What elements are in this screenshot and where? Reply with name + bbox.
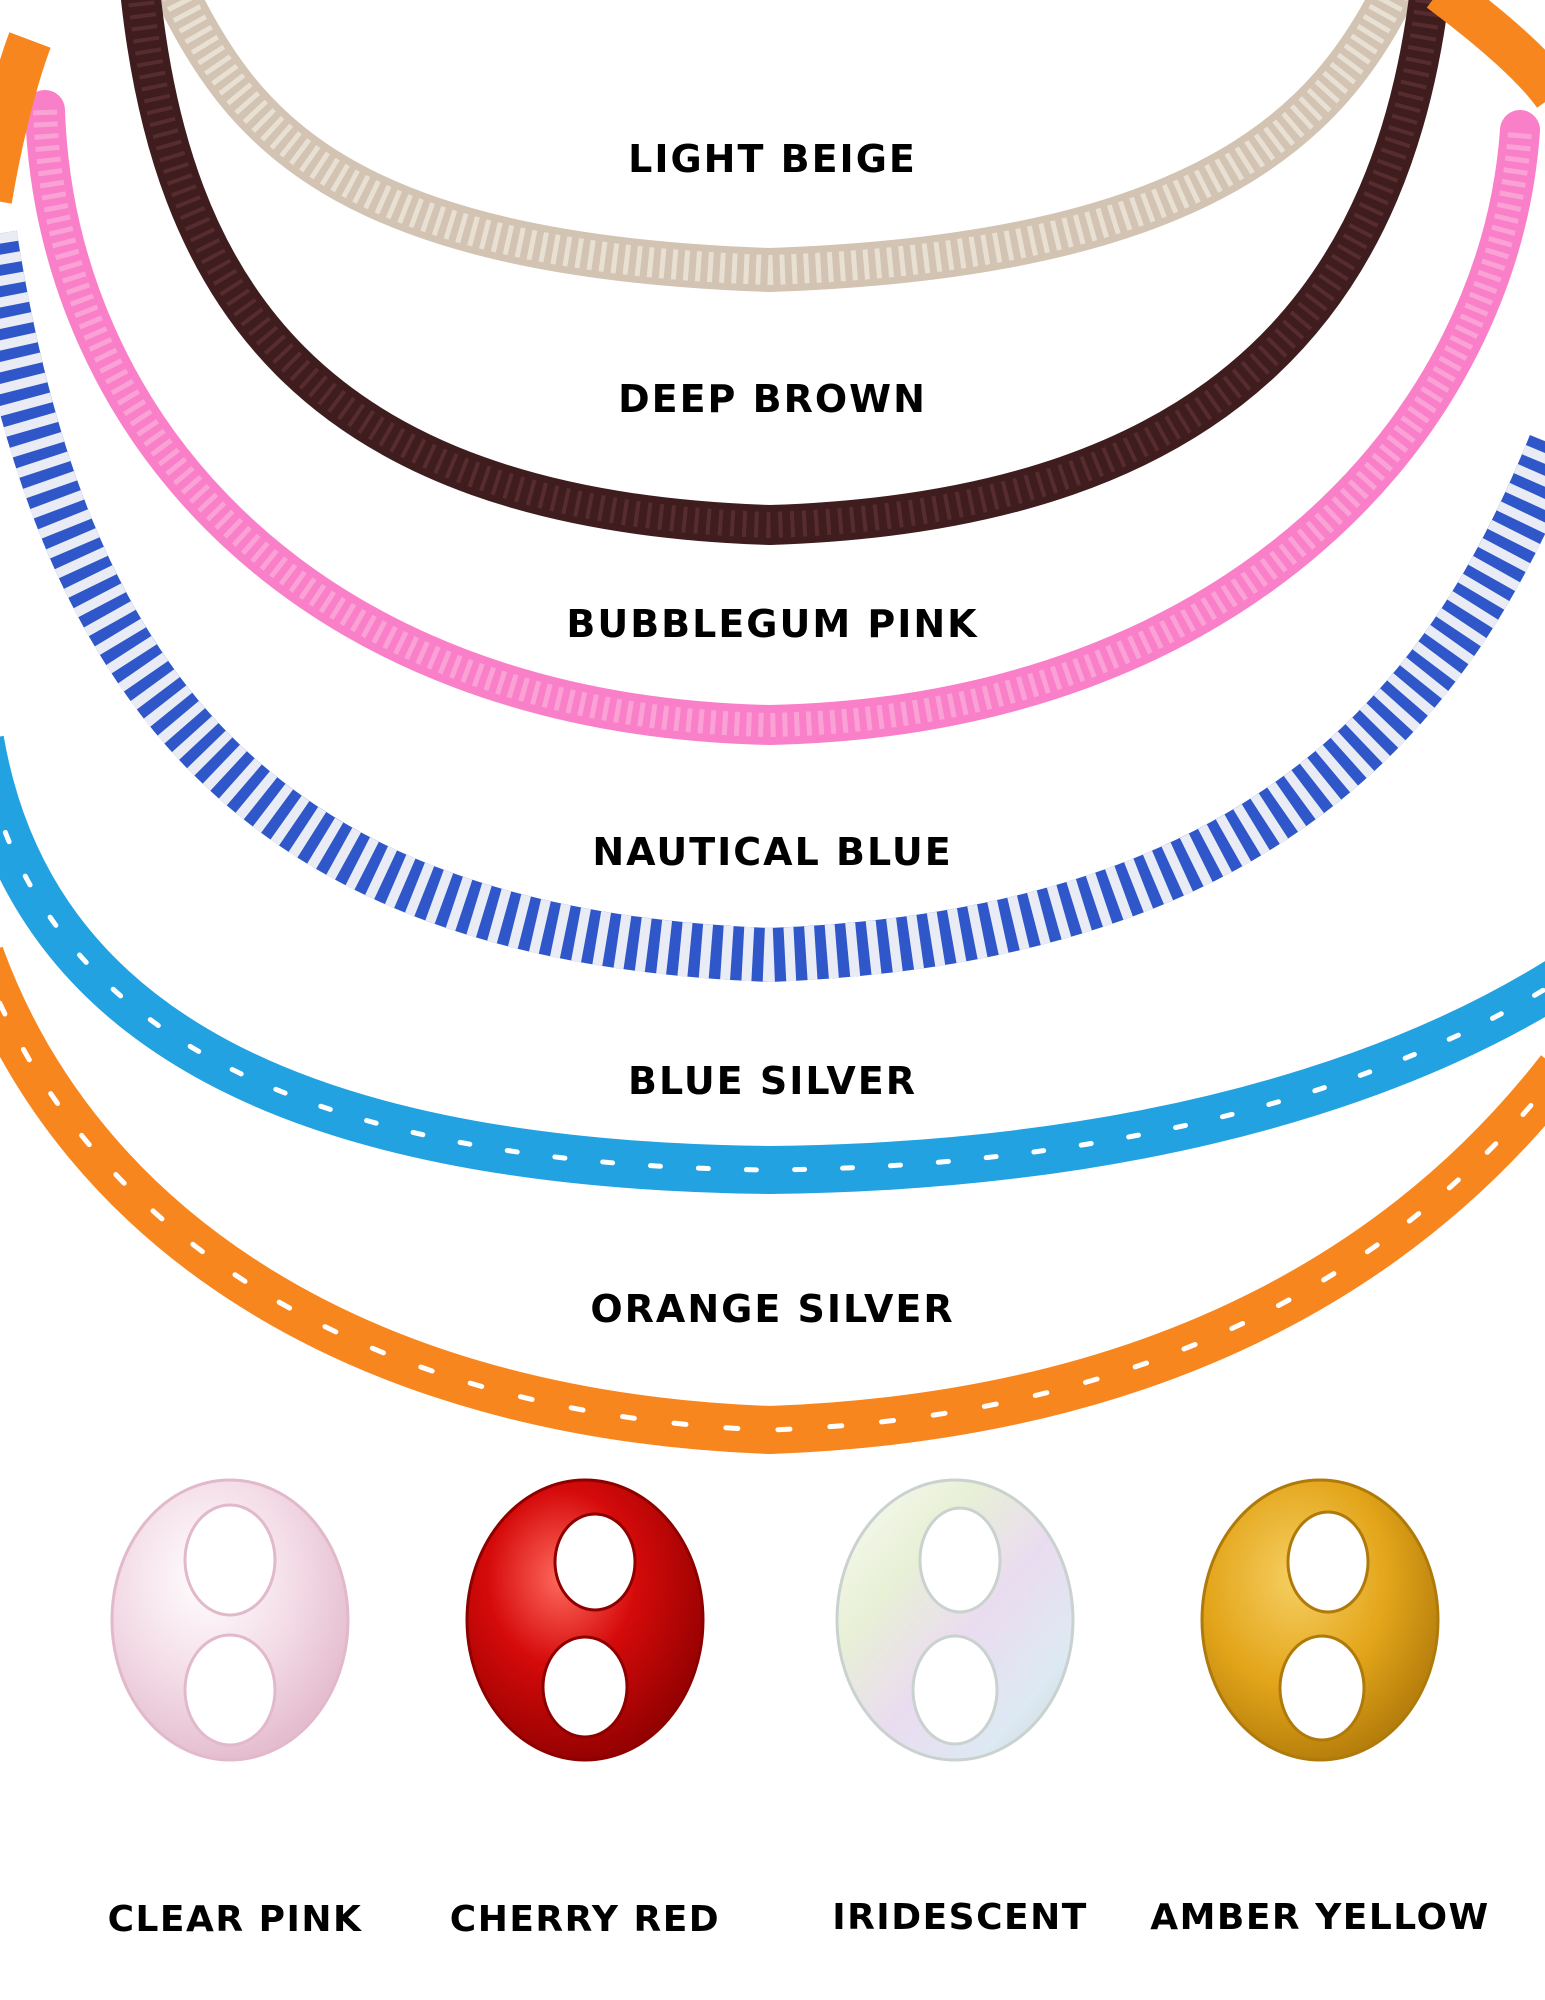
bead-label-amber-yellow: AMBER YELLOW [1150, 1897, 1490, 1938]
cord-bubblegum-pink [25, 90, 1540, 746]
bead-hole-top [918, 1506, 1002, 1614]
cord-light-beige [155, 0, 1415, 293]
bead-cherry-red [465, 1478, 705, 1762]
cord-body [1426, 0, 1545, 109]
cord-label-orange-silver: ORANGE SILVER [590, 1287, 955, 1331]
cord-fleck [0, 809, 1545, 1173]
bead-label-cherry-red: CHERRY RED [449, 1899, 721, 1940]
bead-clear-pink [110, 1478, 350, 1762]
cord-blue-silver [0, 735, 1545, 1195]
bead-hole-bottom [183, 1633, 277, 1747]
bead-label-clear-pink: CLEAR PINK [107, 1899, 363, 1940]
cord-label-blue-silver: BLUE SILVER [628, 1059, 917, 1103]
cord-texture [163, 0, 1407, 286]
cord-label-nautical-blue: NAUTICAL BLUE [592, 830, 953, 874]
bead-hole-bottom [911, 1634, 999, 1746]
cord-nautical-blue [0, 230, 1545, 983]
bead-iridescent [835, 1478, 1075, 1762]
cord-stripe [0, 230, 1545, 983]
cord-fleck [0, 997, 1545, 1433]
bead-amber-yellow [1200, 1478, 1440, 1762]
bead-hole-bottom [1278, 1634, 1366, 1742]
bead-hole-top [1286, 1510, 1370, 1614]
cord-deep-brown [121, 0, 1449, 546]
cord-body [0, 32, 51, 204]
bead-hole-bottom [541, 1635, 629, 1739]
cord-orange-silver [0, 0, 1545, 1455]
cord-label-deep-brown: DEEP BROWN [618, 377, 927, 421]
bead-hole-top [553, 1512, 637, 1612]
cord-body [25, 90, 1540, 746]
cord-label-bubblegum-pink: BUBBLEGUM PINK [566, 602, 979, 646]
cord-body [155, 0, 1415, 293]
bead-hole-top [183, 1503, 277, 1617]
cord-label-light-beige: LIGHT BEIGE [628, 137, 917, 181]
bead-label-iridescent: IRIDESCENT [832, 1897, 1088, 1938]
cord-texture [128, 0, 1442, 539]
